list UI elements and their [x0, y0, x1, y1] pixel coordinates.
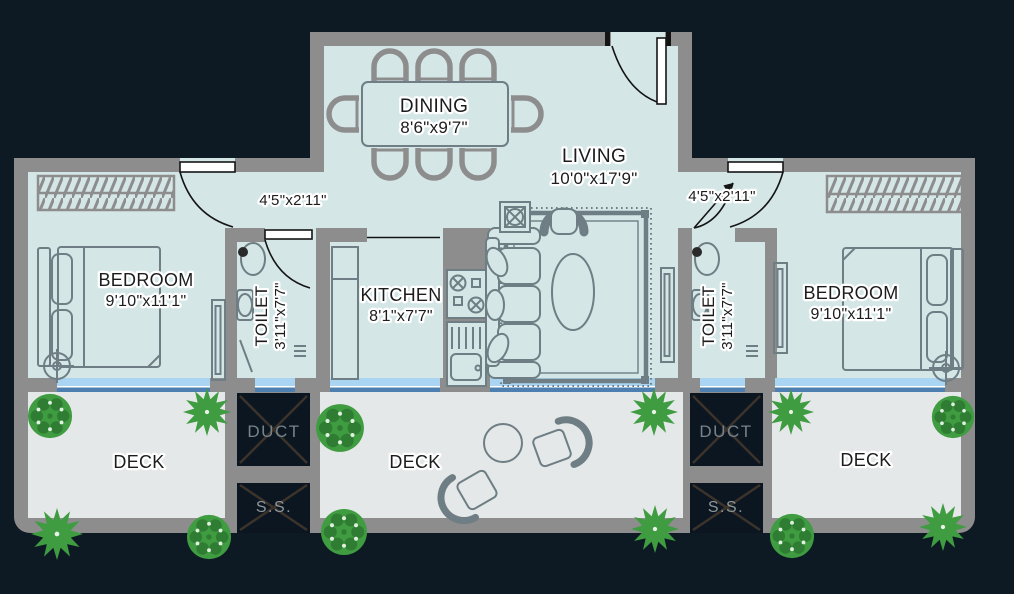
bedroom-right-dims: 9'10"x11'1" — [811, 306, 892, 323]
wall-toiletL-top — [225, 228, 265, 242]
plant-icon — [769, 513, 815, 559]
toilet-right-label: TOILET — [699, 285, 718, 346]
dining-label: DINING — [400, 96, 468, 117]
wall-toiletR-right — [765, 228, 777, 378]
duct-left-label: DUCT — [247, 422, 300, 441]
bedroom-left-door — [179, 158, 236, 228]
ss-left-label: S.S. — [256, 499, 292, 516]
deck-right-label: DECK — [840, 450, 891, 470]
wall-kitchen-left — [316, 228, 330, 378]
sliding-windows — [57, 378, 945, 392]
wall-toiletR-top — [735, 228, 777, 242]
wall-left-wing-top — [14, 158, 324, 172]
entry-door — [605, 32, 671, 105]
wall-toiletR-left — [678, 228, 692, 378]
bedroom-right-label: BEDROOM — [803, 283, 898, 303]
deck-center-label: DECK — [389, 452, 440, 472]
bedroom-right-door — [727, 158, 784, 228]
living-armchair — [539, 207, 589, 237]
toilet-right-fixtures — [691, 242, 758, 357]
bedroom-left-dims: 9'10"x11'1" — [106, 293, 187, 310]
deck-center-floor — [320, 392, 683, 518]
kitchen-counter — [331, 236, 487, 387]
toilet-left-label-group: TOILET 3'11"x7'7" — [250, 280, 292, 352]
living-side-table — [499, 201, 531, 233]
toilet-left-dims: 3'11"x7'7" — [272, 282, 289, 349]
duct-right-label: DUCT — [699, 422, 752, 441]
toilet-right-label-group: TOILET 3'11"x7'7" — [697, 280, 739, 352]
shaft-left — [230, 393, 317, 533]
shaft-right — [683, 393, 770, 533]
kitchen-label: KITCHEN — [360, 285, 441, 305]
deck-left-label: DECK — [113, 452, 164, 472]
toilet-left-label: TOILET — [252, 285, 271, 346]
living-dims: 10'0"x17'9" — [550, 169, 637, 188]
plant-icon — [316, 404, 364, 452]
dining-dims: 8'6"x9'7" — [400, 118, 468, 137]
deck-table-set — [433, 413, 596, 529]
toilet-left-fixtures — [236, 242, 306, 373]
living-sofa — [485, 227, 541, 379]
bedroom-left-label: BEDROOM — [98, 270, 193, 290]
wall-top — [310, 32, 692, 46]
passage-left-dims: 4'5"x2'11" — [259, 192, 326, 209]
living-label: LIVING — [562, 146, 626, 167]
bedroom-right-furniture — [773, 174, 964, 386]
plant-icon — [931, 395, 975, 439]
wall-living-right — [678, 32, 692, 172]
wall-right-wing-top — [678, 158, 975, 172]
toilet-left-door — [264, 229, 313, 289]
wall-toiletL-left — [225, 228, 237, 378]
wall-dining-left — [310, 32, 324, 172]
living-tv-unit — [660, 267, 675, 363]
outer-wall-left — [14, 158, 28, 508]
passage-right-dims: 4'5"x2'11" — [688, 188, 755, 205]
plant-icon — [321, 509, 367, 555]
toilet-right-dims: 3'11"x7'7" — [719, 282, 736, 349]
bedroom-left-furniture — [36, 174, 226, 384]
dining-table — [329, 51, 541, 178]
toilet-right-door — [693, 182, 734, 229]
wall-kitchen-top — [316, 228, 367, 242]
plant-icon — [186, 514, 232, 560]
ss-right-label: S.S. — [708, 499, 744, 516]
kitchen-dims: 8'1"x7'7" — [369, 308, 433, 325]
plant-icon — [27, 393, 73, 439]
